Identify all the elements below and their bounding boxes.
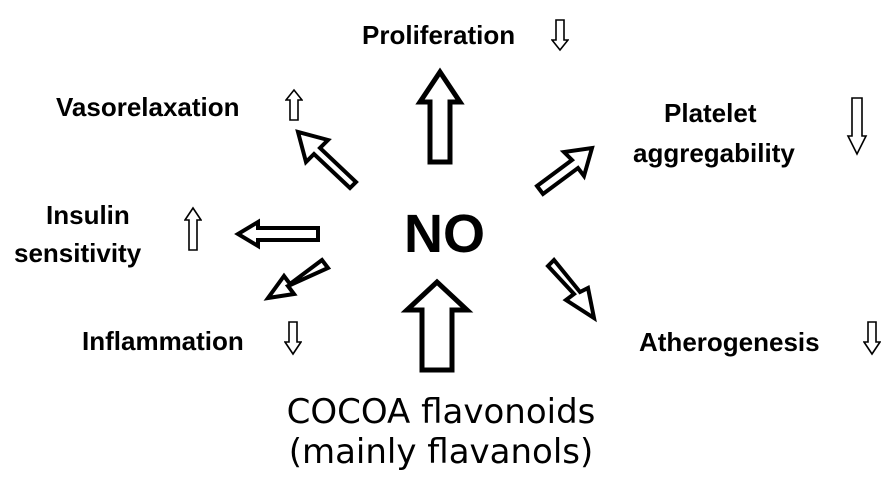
effect-label-proliferation: Proliferation <box>362 20 516 50</box>
effect-label-vasorelaxation: Vasorelaxation <box>56 92 240 122</box>
down-arrow-icon <box>846 97 868 156</box>
effect-label-platelet-line2: aggregability <box>633 138 795 168</box>
source-to-no-arrow <box>400 278 474 373</box>
up-arrow-icon <box>184 206 202 251</box>
effect-label-platelet-line1: Platelet <box>664 98 757 128</box>
effect-label-inflammation: Inflammation <box>82 326 244 356</box>
arrow-to-atherogenesis <box>545 257 597 323</box>
effect-label-insulin-line2: sensitivity <box>14 238 142 268</box>
center-no-label: NO <box>404 204 485 264</box>
source-line-1: COCOA flavonoids <box>286 392 596 432</box>
arrow-to-platelet-aggregability <box>534 145 595 197</box>
down-arrow-icon <box>284 321 302 356</box>
effect-label-insulin-line1: Insulin <box>46 200 130 230</box>
effect-label-atherogenesis: Atherogenesis <box>639 327 820 357</box>
arrow-to-inflammation <box>263 257 332 301</box>
source-line-2: (mainly flavanols) <box>288 432 594 472</box>
arrow-to-insulin-sensitivity <box>234 218 320 250</box>
arrow-to-proliferation <box>415 67 465 165</box>
down-arrow-icon <box>551 19 569 52</box>
down-arrow-icon <box>863 321 881 356</box>
arrow-to-vasorelaxation <box>295 129 359 191</box>
up-arrow-icon <box>285 88 303 121</box>
